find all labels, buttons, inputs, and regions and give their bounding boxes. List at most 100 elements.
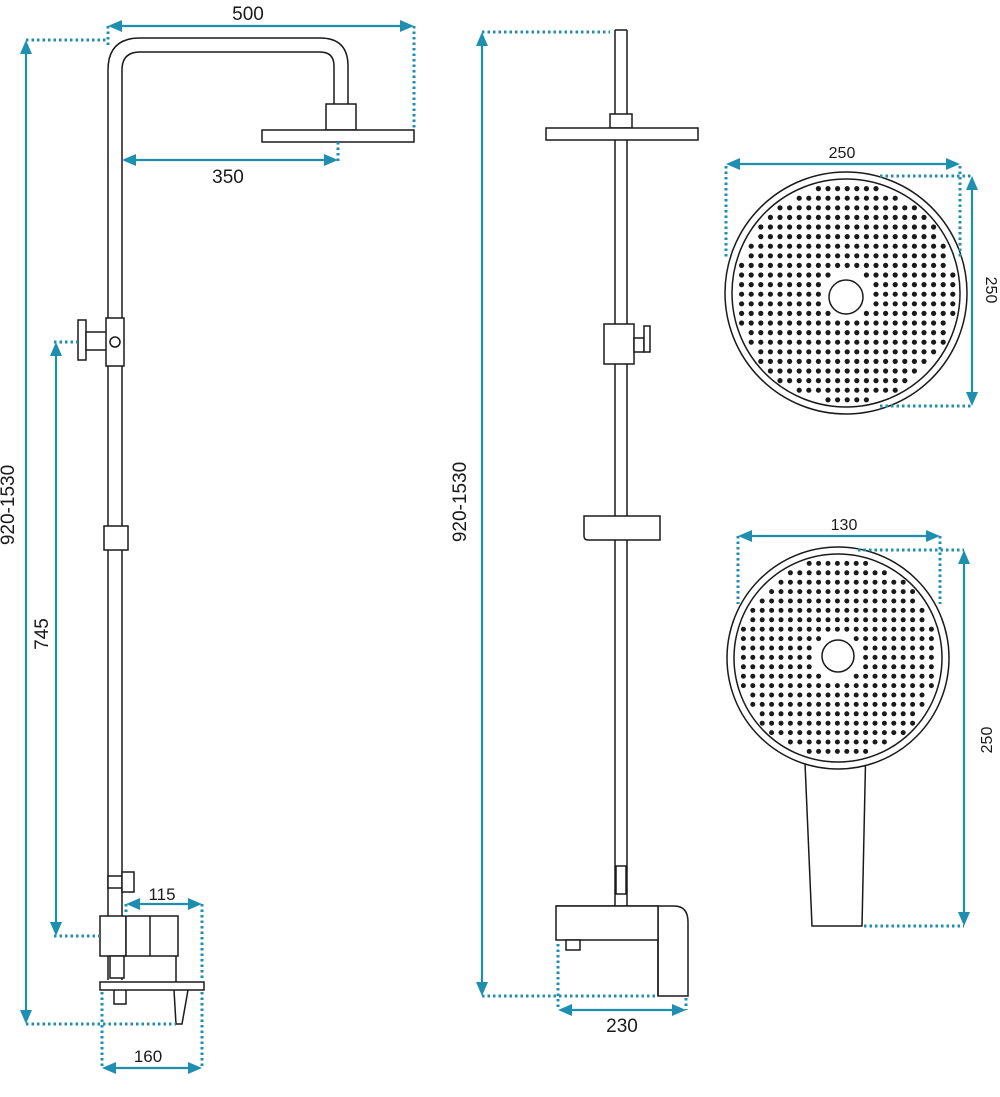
nozzle-dot (796, 253, 802, 259)
nozzle-dot (806, 205, 812, 211)
nozzle-dot (825, 253, 831, 259)
nozzle-dot (767, 272, 774, 278)
nozzle-dot (873, 195, 879, 201)
nozzle-dot (881, 664, 887, 670)
nozzle-dot (863, 598, 869, 604)
nozzle-dot (863, 330, 870, 336)
nozzle-dot (777, 378, 783, 384)
nozzle-dot (787, 598, 793, 604)
nozzle-dot (796, 310, 802, 316)
nozzle-dot (863, 692, 869, 698)
nozzle-dot (796, 291, 802, 297)
nozzle-dot (767, 320, 774, 326)
nozzle-dot (806, 607, 812, 613)
nozzle-dot (854, 378, 860, 384)
nozzle-dot (854, 243, 860, 249)
nozzle-dot (844, 349, 850, 355)
nozzle-dot (806, 368, 812, 374)
nozzle-dot (863, 645, 869, 651)
nozzle-dot (853, 560, 859, 566)
nozzle-dot (815, 243, 822, 249)
nozzle-dot (750, 664, 756, 670)
nozzle-dot (740, 626, 746, 632)
nozzle-dot (881, 692, 887, 698)
mixer-body (99, 915, 179, 982)
nozzle-dot (758, 262, 764, 268)
nozzle-dot (881, 626, 887, 632)
nozzle-dot (777, 358, 783, 364)
nozzle-dot (921, 349, 927, 355)
nozzle-dot (853, 711, 859, 717)
dim-side-height-label: 920-1530 (0, 465, 19, 545)
nozzle-dot (759, 598, 765, 604)
nozzle-dot (910, 664, 916, 670)
nozzle-dot (758, 224, 764, 230)
nozzle-dot (825, 683, 831, 689)
nozzle-dot (806, 378, 812, 384)
nozzle-dot (787, 320, 793, 326)
nozzle-dot (787, 358, 793, 364)
nozzle-dot (910, 692, 916, 698)
nozzle-dot (787, 579, 793, 585)
nozzle-dot (911, 291, 918, 297)
nozzle-dot (873, 368, 879, 374)
nozzle-dot (739, 272, 745, 278)
nozzle-dot (928, 626, 934, 632)
nozzle-dot (921, 320, 927, 326)
nozzle-dot (919, 645, 925, 651)
nozzle-dot (883, 214, 889, 220)
nozzle-dot (883, 272, 889, 278)
nozzle-dot (739, 291, 745, 297)
nozzle-dot (892, 234, 898, 240)
nozzle-dot (777, 234, 783, 240)
nozzle-dot (778, 701, 784, 707)
nozzle-dot (797, 589, 803, 595)
front-view: 920-1530 230 (450, 29, 699, 1037)
nozzle-dot (900, 589, 906, 595)
nozzle-dot (911, 310, 918, 316)
nozzle-dot (883, 234, 889, 240)
nozzle-dot (931, 243, 937, 249)
nozzle-dot (778, 579, 784, 585)
nozzle-dot (940, 320, 946, 326)
nozzle-dot (825, 701, 831, 707)
nozzle-dot (844, 243, 850, 249)
nozzle-dot (835, 205, 841, 211)
nozzle-dot (806, 598, 812, 604)
nozzle-dot (778, 617, 784, 623)
dim-head-width-label: 250 (829, 145, 856, 162)
nozzle-dot (767, 310, 774, 316)
rain-head-face: 250 250 (724, 145, 999, 415)
nozzle-dot (892, 387, 898, 393)
nozzle-dot (910, 701, 916, 707)
dim-hand-head-width-label: 130 (831, 517, 858, 534)
nozzle-dot (767, 214, 774, 220)
nozzle-dot (881, 701, 887, 707)
nozzle-dot (787, 673, 793, 679)
nozzle-dot (910, 607, 916, 613)
nozzle-dot (863, 739, 869, 745)
nozzle-dot (825, 711, 831, 717)
nozzle-dot (825, 598, 831, 604)
nozzle-dot (873, 301, 879, 307)
nozzle-dot (863, 589, 869, 595)
nozzle-dot (787, 589, 793, 595)
nozzle-dot (863, 626, 869, 632)
nozzle-dot (739, 320, 745, 326)
nozzle-dot (815, 320, 822, 326)
nozzle-dot (769, 617, 775, 623)
nozzle-dot (778, 683, 784, 689)
nozzle-dot (815, 358, 822, 364)
nozzle-dot (787, 711, 793, 717)
nozzle-dot (806, 224, 812, 230)
nozzle-dot (892, 330, 898, 336)
nozzle-dot (892, 368, 898, 374)
nozzle-dot (900, 730, 906, 736)
nozzle-dot (825, 262, 831, 268)
nozzle-dot (853, 598, 859, 604)
nozzle-dot (853, 683, 859, 689)
nozzle-dot (825, 214, 831, 220)
nozzle-dot (911, 301, 918, 307)
nozzle-dot (892, 282, 898, 288)
nozzle-dot (787, 378, 793, 384)
